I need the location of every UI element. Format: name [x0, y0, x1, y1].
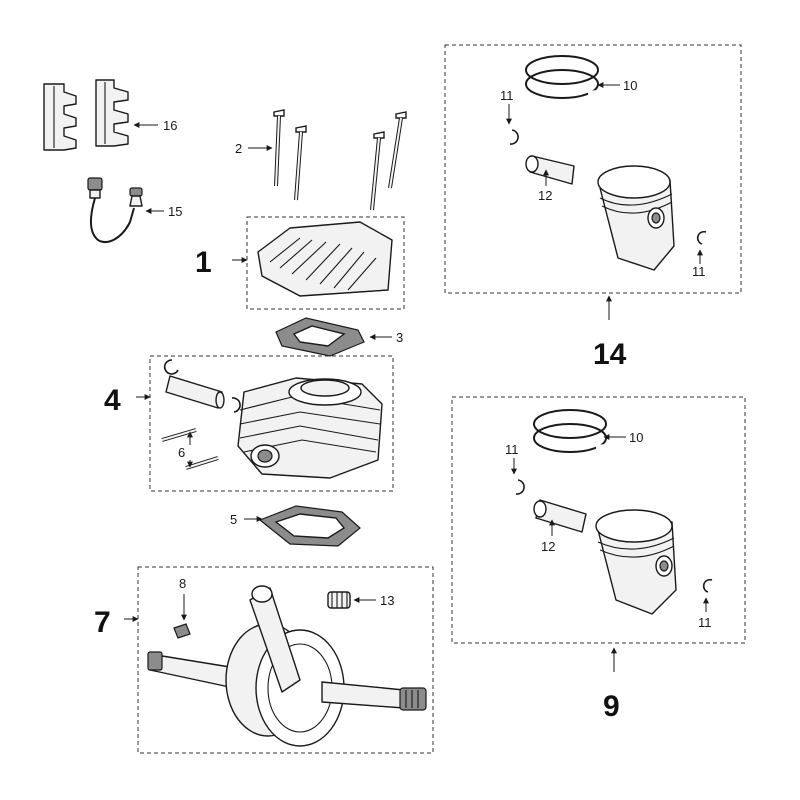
crankshaft-box	[137, 566, 434, 754]
label-2: 2	[235, 141, 242, 156]
label-16: 16	[163, 118, 177, 133]
piston-kit-box-14	[444, 44, 742, 294]
label-14: 14	[593, 338, 627, 371]
cylinder-head-box	[246, 216, 405, 310]
circlip-part	[509, 129, 519, 145]
label-5: 5	[230, 512, 237, 527]
circlip-part	[515, 479, 525, 495]
base-gasket-part	[258, 505, 361, 547]
label-11-bottom-right: 11	[698, 615, 712, 630]
piston-rings-part-top	[525, 55, 599, 99]
piston-part-top	[597, 165, 675, 271]
label-8: 8	[179, 576, 186, 591]
label-3: 3	[396, 330, 403, 345]
label-7: 7	[94, 606, 111, 639]
head-gasket-part	[275, 317, 365, 357]
label-13: 13	[380, 593, 394, 608]
sensor-cable-part	[87, 177, 143, 243]
label-4: 4	[104, 384, 121, 417]
circlip-part	[696, 230, 707, 245]
cylinder-box	[149, 355, 394, 492]
piston-kit-box-9	[451, 396, 746, 644]
label-12-bottom: 12	[541, 539, 555, 554]
label-6: 6	[178, 445, 185, 460]
crankshaft-part	[147, 585, 427, 747]
label-9: 9	[603, 690, 620, 723]
label-11-bottom-left: 11	[505, 442, 519, 457]
label-11-top-right: 11	[692, 264, 706, 279]
piston-pin-part-bottom	[533, 499, 587, 533]
reed-block-part	[43, 79, 129, 151]
label-10-bottom: 10	[629, 430, 643, 445]
needle-bearing-part	[327, 591, 351, 609]
head-bolts-part	[273, 109, 407, 211]
label-1: 1	[195, 246, 212, 279]
piston-pin-part-top	[525, 155, 575, 185]
piston-rings-part-bottom	[533, 409, 607, 453]
label-12-top: 12	[538, 188, 552, 203]
cylinder-head-part	[257, 221, 393, 297]
label-15: 15	[168, 204, 182, 219]
woodruff-key-part	[173, 623, 191, 639]
cylinder-pin-circlips-part	[163, 359, 241, 413]
cylinder-part	[237, 377, 383, 479]
piston-part-bottom	[595, 509, 677, 615]
label-11-top-left: 11	[500, 88, 514, 103]
circlip-part	[702, 578, 713, 593]
label-10-top: 10	[623, 78, 637, 93]
